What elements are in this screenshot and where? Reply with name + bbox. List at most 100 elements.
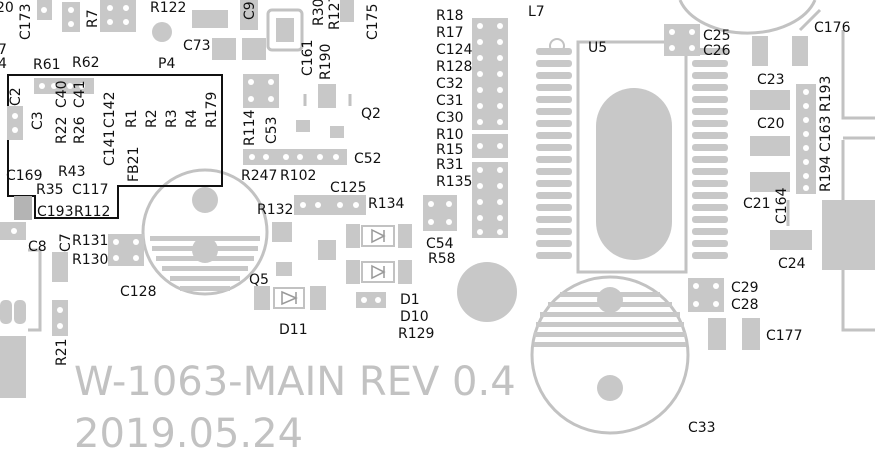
svg-text:C175: C175	[365, 4, 381, 41]
svg-text:C128: C128	[120, 284, 157, 300]
via-pad	[152, 22, 172, 42]
svg-text:7: 7	[0, 42, 7, 58]
svg-text:R114: R114	[242, 109, 258, 146]
ic-u5-pins-left	[536, 48, 572, 259]
capacitor-top-right-arc	[678, 0, 817, 35]
svg-text:C173: C173	[18, 4, 34, 41]
svg-text:R128: R128	[436, 59, 472, 75]
svg-text:R194: R194	[818, 155, 834, 192]
svg-text:R22: R22	[54, 116, 70, 144]
board-edge-right	[841, 30, 875, 332]
board-date: 2019.05.24	[74, 411, 303, 457]
svg-text:R127: R127	[327, 0, 343, 30]
svg-text:D10: D10	[400, 309, 429, 325]
board-title: W-1063-MAIN REV 0.4	[74, 359, 516, 405]
svg-text:R129: R129	[398, 326, 434, 342]
svg-text:C125: C125	[330, 180, 367, 196]
svg-text:R2: R2	[144, 109, 160, 128]
svg-text:R134: R134	[368, 196, 405, 212]
svg-text:C161: C161	[300, 40, 316, 77]
svg-text:C164: C164	[774, 187, 790, 224]
svg-text:R1: R1	[124, 109, 140, 128]
svg-text:R122: R122	[150, 0, 186, 16]
svg-text:R102: R102	[280, 168, 316, 184]
svg-text:R61: R61	[33, 57, 61, 73]
svg-text:R43: R43	[58, 164, 86, 180]
svg-text:R10: R10	[436, 127, 464, 143]
svg-text:C40: C40	[54, 80, 70, 108]
svg-text:C54: C54	[426, 236, 454, 252]
svg-text:C141: C141	[102, 130, 118, 167]
pad-holes-right	[803, 89, 809, 191]
svg-text:C3: C3	[30, 111, 46, 130]
svg-text:C124: C124	[436, 42, 473, 58]
capacitor-left-outline	[141, 168, 269, 296]
svg-text:C32: C32	[436, 76, 464, 92]
pad-holes	[477, 23, 503, 235]
svg-text:C24: C24	[778, 256, 806, 272]
svg-text:U5: U5	[588, 40, 607, 56]
svg-text:Q5: Q5	[249, 272, 269, 288]
svg-text:R247: R247	[241, 168, 277, 184]
svg-text:R17: R17	[436, 25, 464, 41]
svg-text:FB21: FB21	[126, 147, 142, 182]
svg-text:R7: R7	[85, 9, 101, 28]
svg-text:C29: C29	[731, 280, 759, 296]
svg-text:R131: R131	[72, 233, 108, 249]
svg-text:C28: C28	[731, 297, 759, 313]
svg-text:R62: R62	[72, 55, 100, 71]
svg-text:C73: C73	[183, 38, 211, 54]
svg-text:R15: R15	[436, 142, 464, 158]
svg-text:C20: C20	[757, 116, 785, 132]
svg-text:C2: C2	[8, 87, 24, 106]
svg-text:R21: R21	[54, 338, 70, 366]
ic-u5-outline	[549, 38, 688, 274]
svg-text:20: 20	[0, 0, 14, 16]
svg-text:Q2: Q2	[361, 106, 381, 122]
svg-text:D11: D11	[279, 322, 308, 338]
svg-text:L7: L7	[528, 4, 545, 20]
svg-text:C41: C41	[72, 80, 88, 108]
svg-text:R190: R190	[318, 44, 334, 80]
svg-text:C176: C176	[814, 20, 851, 36]
svg-text:D1: D1	[400, 292, 420, 308]
svg-text:R18: R18	[436, 8, 464, 24]
svg-text:C26: C26	[703, 43, 731, 59]
svg-text:C33: C33	[688, 420, 716, 436]
svg-text:R132: R132	[257, 202, 293, 218]
svg-text:C25: C25	[703, 28, 731, 44]
svg-text:R35: R35	[36, 182, 64, 198]
ic-u5-pins-right	[692, 48, 728, 259]
capacitor-c33-outline	[530, 275, 690, 435]
svg-text:C193: C193	[37, 204, 74, 220]
svg-text:C169: C169	[6, 168, 43, 184]
svg-text:R135: R135	[436, 174, 472, 190]
mounting-pad	[457, 262, 517, 322]
svg-text:C23: C23	[757, 72, 785, 88]
svg-text:P4: P4	[158, 56, 175, 72]
svg-text:C30: C30	[436, 110, 464, 126]
svg-text:C53: C53	[264, 116, 280, 144]
reference-labels-vertical: C173 R7 C9 R30 R127 C175 C2 C3 R22 C40 R…	[8, 0, 834, 366]
svg-text:C117: C117	[72, 182, 109, 198]
svg-text:R58: R58	[428, 251, 456, 267]
reference-labels: 20 7 4 R122 C73 P4 R61 R62 R43 C169 R35 …	[0, 0, 851, 436]
svg-text:R30: R30	[311, 0, 327, 26]
svg-text:R26: R26	[72, 116, 88, 144]
svg-text:C9: C9	[242, 1, 258, 20]
svg-text:C31: C31	[436, 93, 464, 109]
svg-text:R112: R112	[74, 204, 110, 220]
svg-text:C142: C142	[102, 92, 118, 129]
svg-text:C177: C177	[766, 328, 803, 344]
svg-text:R179: R179	[204, 92, 220, 128]
svg-text:C7: C7	[58, 233, 74, 252]
svg-text:R31: R31	[436, 157, 464, 173]
svg-text:R3: R3	[164, 109, 180, 128]
svg-text:R4: R4	[184, 109, 200, 128]
svg-text:C163: C163	[818, 116, 834, 153]
svg-text:4: 4	[0, 56, 7, 72]
svg-text:C8: C8	[28, 239, 47, 255]
svg-text:C21: C21	[743, 196, 771, 212]
svg-text:C52: C52	[354, 151, 382, 167]
